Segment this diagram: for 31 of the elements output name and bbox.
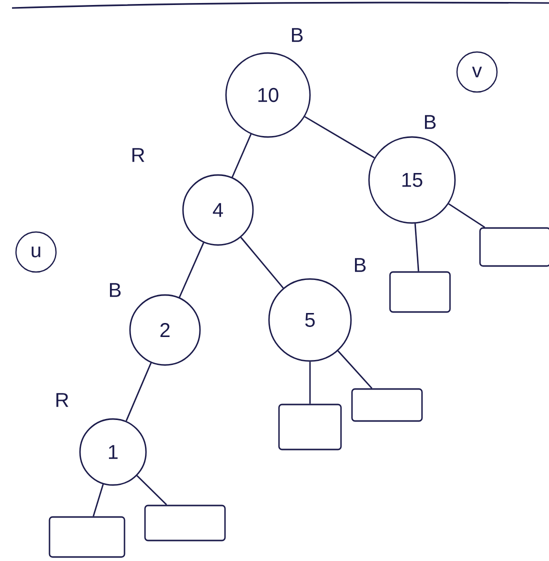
tree-node: 10: [225, 52, 311, 138]
colour-letter: B: [292, 28, 303, 42]
leaf-box: [479, 227, 549, 267]
tree-edge: [232, 134, 252, 178]
tree-edge: [304, 116, 375, 158]
colour-letter: R: [56, 393, 68, 407]
tree-edge: [337, 350, 372, 389]
tree-edge: [126, 362, 152, 422]
leaf-box: [144, 504, 226, 542]
leaf-box: [389, 271, 451, 313]
tree-node: 4: [182, 174, 254, 246]
tree-edge: [240, 236, 284, 288]
tree-edge: [448, 203, 486, 228]
tree-node: 5: [268, 278, 352, 362]
leaf-box: [48, 516, 126, 558]
colour-letter: B: [354, 258, 366, 272]
tree-edge: [414, 224, 420, 272]
leaf-box: [278, 404, 342, 450]
tree-edge: [136, 475, 168, 506]
tree-node: 15: [368, 136, 456, 224]
leaf-box: [351, 388, 423, 422]
tree-edge: [309, 362, 311, 404]
circled-letter: u: [15, 231, 57, 273]
circled-letter: v: [456, 51, 498, 93]
tree-edge: [92, 484, 104, 516]
colour-letter: R: [132, 148, 144, 162]
tree-node: 2: [129, 294, 201, 366]
colour-letter: B: [424, 115, 436, 129]
tree-node: 1: [79, 418, 147, 486]
tree-edge: [178, 242, 204, 298]
colour-letter: B: [110, 283, 121, 297]
